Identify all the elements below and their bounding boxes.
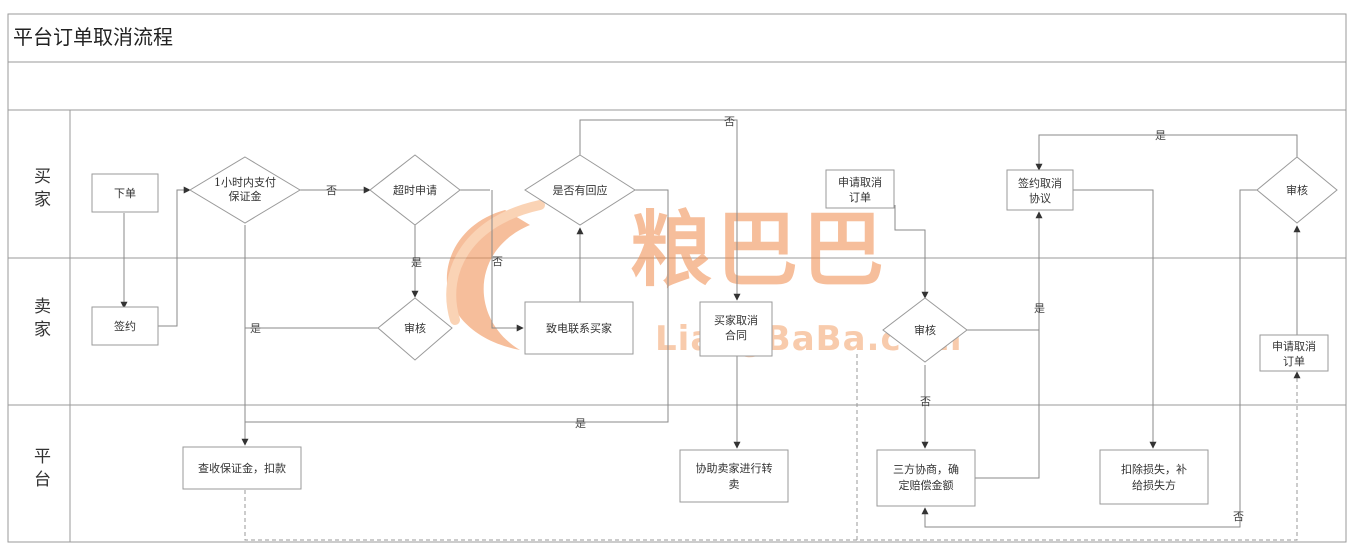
lane-label-platform: 平台 xyxy=(30,447,51,493)
node-review-seller: 审核 xyxy=(377,297,453,361)
edge-label-yes: 是 xyxy=(250,322,261,335)
node-call-buyer: 致电联系买家 xyxy=(524,301,634,355)
svg-text:扣除损失，补: 扣除损失，补 xyxy=(1121,462,1187,476)
connectors xyxy=(120,119,1301,541)
watermark-brand: 粮巴巴 xyxy=(630,203,888,298)
node-apply-cancel-buyer: 申请取消 订单 xyxy=(825,169,895,209)
svg-text:三方协商，确: 三方协商，确 xyxy=(893,462,959,476)
edge-label-yes: 是 xyxy=(1034,302,1045,315)
svg-text:签约取消: 签约取消 xyxy=(1018,176,1062,190)
svg-text:是否有回应: 是否有回应 xyxy=(553,183,608,197)
node-responded: 是否有回应 xyxy=(524,154,636,226)
node-sign: 签约 xyxy=(91,306,159,346)
node-deduct: 扣除损失，补 给损失方 xyxy=(1099,449,1209,505)
svg-text:审核: 审核 xyxy=(914,323,936,337)
edge-labels: 否 是 是 否 否 是 否 是 是 否 xyxy=(250,115,1244,523)
svg-text:超时申请: 超时申请 xyxy=(393,183,437,197)
node-confiscate: 查收保证金，扣款 xyxy=(182,446,302,490)
edge-label-yes: 是 xyxy=(411,256,422,269)
node-timeout-apply: 超时申请 xyxy=(369,154,461,226)
edge-label-no: 否 xyxy=(724,115,735,128)
node-assist-resell: 协助卖家进行转 卖 xyxy=(679,449,789,503)
edge-label-yes: 是 xyxy=(575,417,586,430)
svg-text:查收保证金，扣款: 查收保证金，扣款 xyxy=(198,461,286,475)
edge-label-no: 否 xyxy=(920,395,931,408)
node-order: 下单 xyxy=(91,173,159,213)
svg-text:给损失方: 给损失方 xyxy=(1132,478,1176,492)
node-review-right: 审核 xyxy=(1256,156,1338,224)
lane-label-buyer: 买家 xyxy=(30,167,51,213)
diagram-frame xyxy=(7,13,1347,543)
svg-text:1小时内支付: 1小时内支付 xyxy=(214,175,276,189)
svg-text:合同: 合同 xyxy=(725,328,747,342)
svg-text:致电联系买家: 致电联系买家 xyxy=(546,321,612,335)
svg-text:协议: 协议 xyxy=(1029,191,1051,205)
svg-text:审核: 审核 xyxy=(404,321,426,335)
node-sign-cancel: 签约取消 协议 xyxy=(1006,169,1074,211)
edge-label-no: 否 xyxy=(326,184,337,197)
svg-text:审核: 审核 xyxy=(1286,183,1308,197)
diagram-title: 平台订单取消流程 xyxy=(13,25,173,49)
edge-label-no: 否 xyxy=(492,255,503,268)
edge-label-yes: 是 xyxy=(1155,129,1166,142)
svg-text:协助卖家进行转: 协助卖家进行转 xyxy=(696,461,773,475)
svg-text:订单: 订单 xyxy=(1283,355,1305,368)
node-apply-cancel-seller: 申请取消 订单 xyxy=(1259,334,1329,372)
svg-text:卖: 卖 xyxy=(729,478,740,491)
node-pay-deposit: 1小时内支付 保证金 xyxy=(189,156,301,224)
node-buyer-cancel-contract: 买家取消 合同 xyxy=(699,301,773,357)
svg-text:申请取消: 申请取消 xyxy=(838,175,882,189)
svg-text:签约: 签约 xyxy=(114,319,136,333)
edge-label-no: 否 xyxy=(1233,510,1244,523)
lane-label-seller: 卖家 xyxy=(30,297,50,343)
svg-text:订单: 订单 xyxy=(849,191,871,204)
svg-text:申请取消: 申请取消 xyxy=(1272,339,1316,353)
node-review-mid: 审核 xyxy=(882,297,968,363)
svg-text:下单: 下单 xyxy=(114,187,136,200)
node-tripartite: 三方协商，确 定赔偿金额 xyxy=(876,449,976,507)
svg-text:定赔偿金额: 定赔偿金额 xyxy=(899,478,954,492)
svg-text:买家取消: 买家取消 xyxy=(714,313,758,327)
svg-text:保证金: 保证金 xyxy=(229,189,262,203)
